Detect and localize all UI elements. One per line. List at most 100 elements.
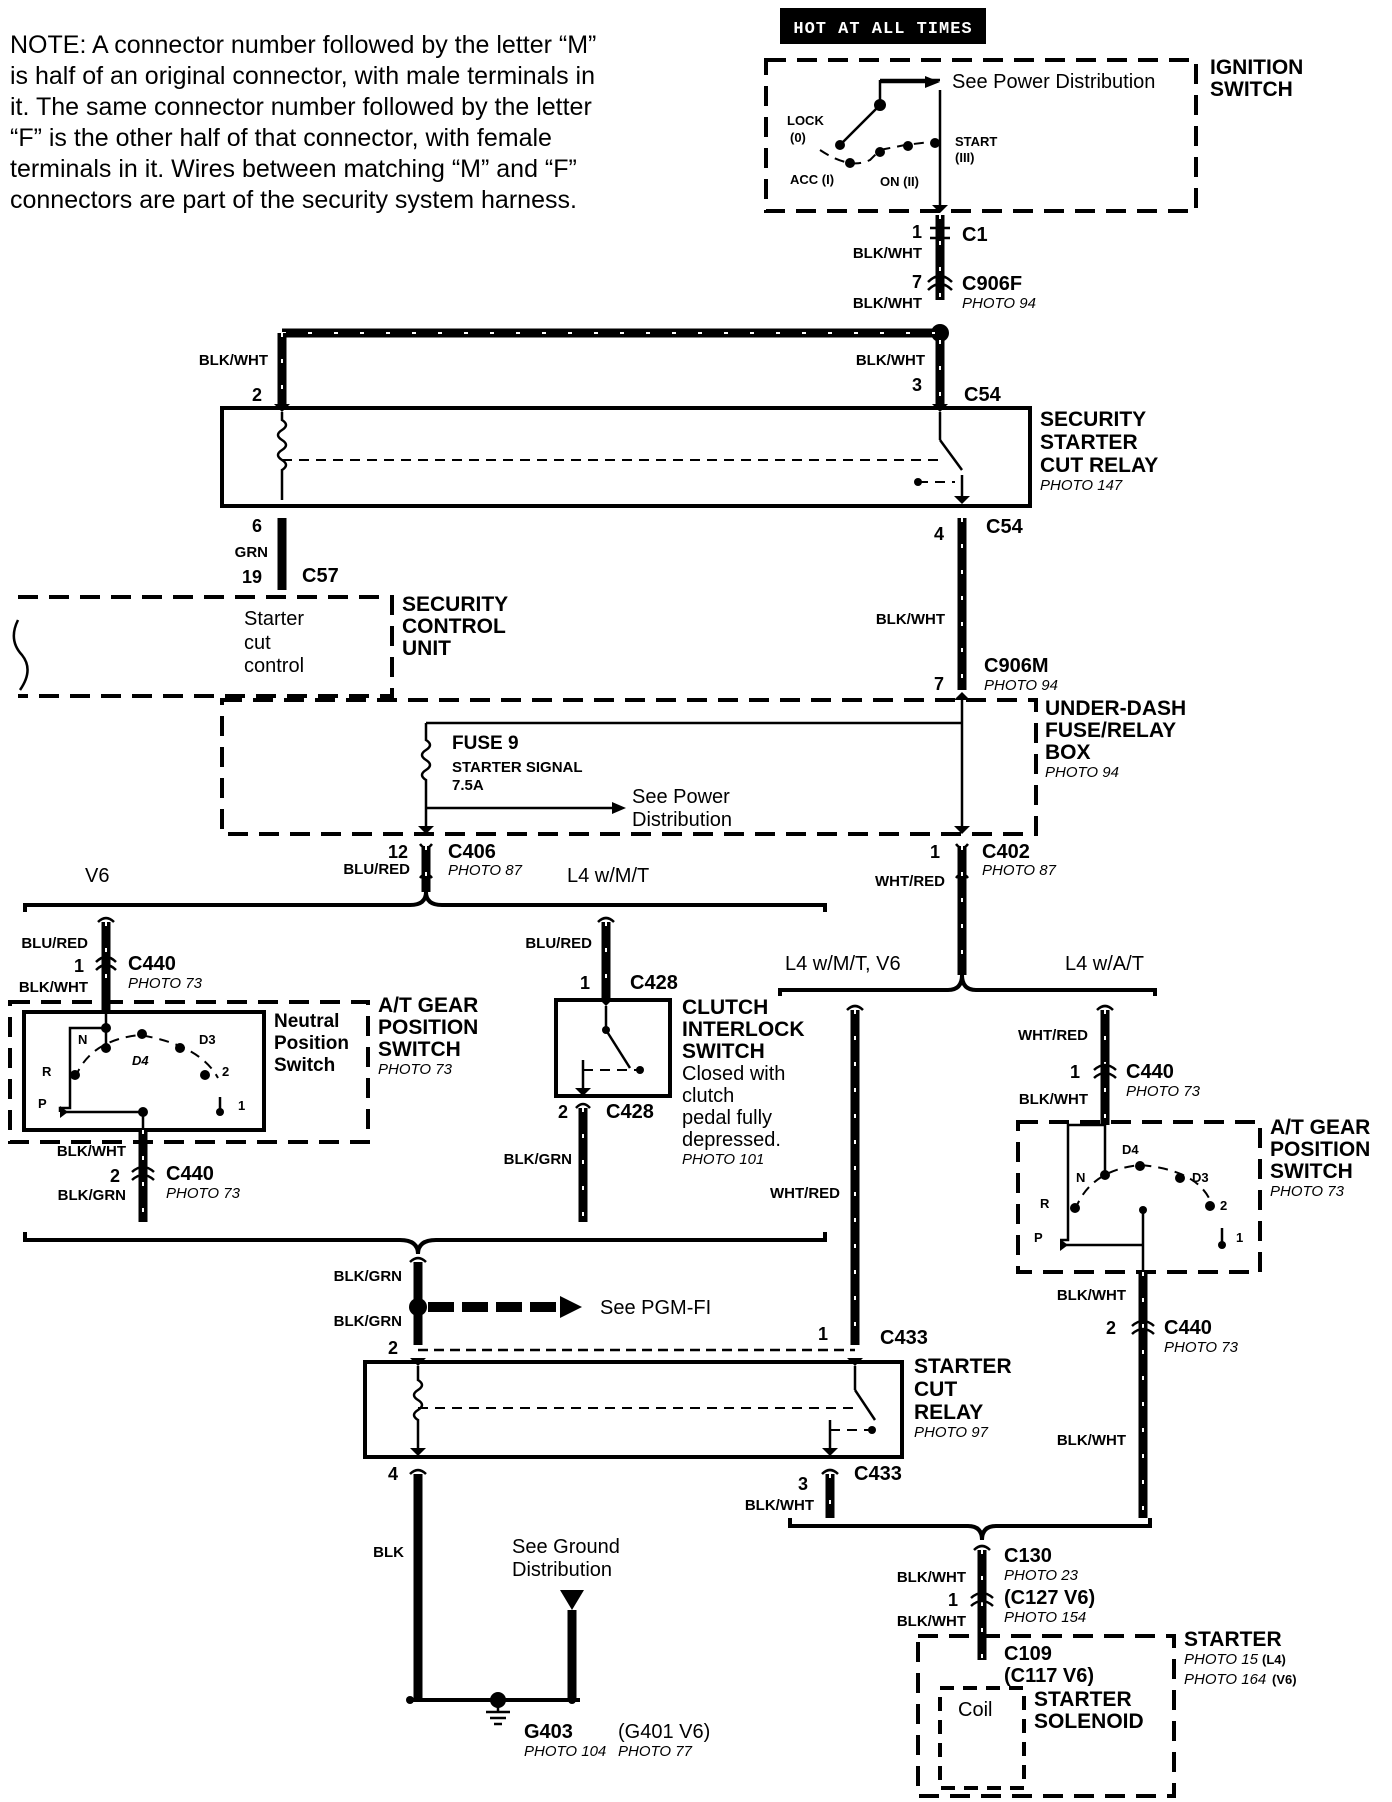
svg-text:V6: V6 xyxy=(85,865,109,887)
svg-text:C433: C433 xyxy=(880,1327,928,1349)
svg-text:(G401 V6): (G401 V6) xyxy=(618,1721,710,1743)
svg-text:BLK/WHT: BLK/WHT xyxy=(876,611,945,628)
svg-text:BLU/RED: BLU/RED xyxy=(525,935,592,952)
starter-cut-relay: 1 C433 STARTER CUT RELAY PHOTO 97 xyxy=(363,1324,1012,1459)
wire-l4mt-blured: BLU/RED 1 C428 xyxy=(525,916,678,1000)
merge-bracket-blkgrn xyxy=(23,1232,827,1255)
svg-text:C109: C109 xyxy=(1004,1643,1052,1665)
svg-text:ACC (I): ACC (I) xyxy=(790,172,834,187)
note-text: NOTE: A connector number followed by the… xyxy=(10,31,597,214)
svg-text:STARTER SIGNAL: STARTER SIGNAL xyxy=(452,759,583,776)
svg-text:12: 12 xyxy=(388,842,408,862)
wire-v6-blured: BLU/RED 1 BLK/WHT C440 PHOTO 73 xyxy=(19,916,203,1010)
svg-text:ON (II): ON (II) xyxy=(880,174,919,189)
svg-text:(V6): (V6) xyxy=(1272,1672,1297,1687)
svg-text:WHT/RED: WHT/RED xyxy=(770,1185,840,1202)
svg-text:C428: C428 xyxy=(606,1101,654,1123)
clutch-interlock-switch: CLUTCH INTERLOCK SWITCH Closed with clut… xyxy=(554,996,805,1168)
svg-text:3: 3 xyxy=(798,1474,808,1494)
svg-text:R: R xyxy=(42,1064,52,1079)
svg-text:BLK/WHT: BLK/WHT xyxy=(1057,1287,1126,1304)
svg-text:PHOTO 94: PHOTO 94 xyxy=(962,295,1036,312)
svg-text:GRN: GRN xyxy=(235,544,268,561)
svg-text:BOX: BOX xyxy=(1045,741,1091,764)
connector-c906f: 7 BLK/WHT C906F PHOTO 94 xyxy=(853,272,1036,312)
svg-text:C1: C1 xyxy=(962,224,988,246)
svg-text:PHOTO 94: PHOTO 94 xyxy=(1045,764,1119,781)
security-starter-cut-relay: SECURITY STARTER CUT RELAY PHOTO 147 xyxy=(220,404,1158,508)
svg-text:PHOTO 87: PHOTO 87 xyxy=(982,862,1057,879)
svg-text:PHOTO 104: PHOTO 104 xyxy=(524,1743,606,1760)
svg-text:BLK/WHT: BLK/WHT xyxy=(57,1143,126,1160)
svg-text:INTERLOCK: INTERLOCK xyxy=(682,1018,805,1041)
svg-text:UNDER-DASH: UNDER-DASH xyxy=(1045,697,1186,720)
svg-text:CUT RELAY: CUT RELAY xyxy=(1040,454,1158,477)
at-gear-position-switch-l4: D4 N D3 R 2 P 1 A/T GEAR POSITION SWITCH… xyxy=(1016,1116,1370,1274)
wire-l4at-whtred: WHT/RED 1 C440 PHOTO 73 BLK/WHT xyxy=(1018,1004,1201,1125)
svg-text:FUSE 9: FUSE 9 xyxy=(452,733,519,754)
svg-text:STARTER: STARTER xyxy=(1040,431,1138,454)
svg-text:C906F: C906F xyxy=(962,273,1022,295)
svg-text:CLUTCH: CLUTCH xyxy=(682,996,768,1019)
hot-at-all-times-badge: HOT AT ALL TIMES xyxy=(780,8,986,44)
wire-blkwht-to-fusebox: 4 C54 BLK/WHT 7 C906M PHOTO 94 xyxy=(876,516,1058,694)
svg-text:BLK/WHT: BLK/WHT xyxy=(853,245,922,262)
wire-blured-c406: 12 BLU/RED C406 PHOTO 87 xyxy=(343,841,523,892)
svg-text:PHOTO 164: PHOTO 164 xyxy=(1184,1671,1266,1688)
svg-text:1: 1 xyxy=(74,956,84,976)
svg-text:(C117 V6): (C117 V6) xyxy=(1004,1665,1094,1687)
svg-text:BLK/WHT: BLK/WHT xyxy=(745,1497,814,1514)
svg-text:BLK/GRN: BLK/GRN xyxy=(334,1313,402,1330)
svg-text:POSITION: POSITION xyxy=(1270,1138,1370,1161)
arrow-see-pgm-fi: See PGM-FI xyxy=(428,1296,711,1319)
svg-text:L4 w/M/T: L4 w/M/T xyxy=(567,865,649,887)
svg-text:PHOTO 73: PHOTO 73 xyxy=(1164,1339,1239,1356)
svg-text:PHOTO 23: PHOTO 23 xyxy=(1004,1567,1079,1584)
svg-text:1: 1 xyxy=(948,1590,958,1610)
svg-text:BLU/RED: BLU/RED xyxy=(343,861,410,878)
svg-text:BLK/GRN: BLK/GRN xyxy=(504,1151,572,1168)
svg-text:C402: C402 xyxy=(982,841,1030,863)
svg-text:L4 w/A/T: L4 w/A/T xyxy=(1065,953,1144,975)
wire-clutch-blkgrn: 2 C428 BLK/GRN xyxy=(504,1101,654,1222)
svg-text:(III): (III) xyxy=(955,150,975,165)
wire-blkwht-left: BLK/WHT 2 xyxy=(199,333,287,405)
ignition-switch: IGNITION SWITCH See Power Distribution L… xyxy=(764,56,1303,213)
svg-text:7: 7 xyxy=(934,674,944,694)
svg-text:C406: C406 xyxy=(448,841,496,863)
svg-text:BLK/GRN: BLK/GRN xyxy=(334,1268,402,1285)
svg-text:SECURITY: SECURITY xyxy=(402,593,508,616)
svg-text:4: 4 xyxy=(934,524,944,544)
svg-text:BLK/WHT: BLK/WHT xyxy=(1057,1432,1126,1449)
svg-text:BLK: BLK xyxy=(373,1544,404,1561)
svg-text:control: control xyxy=(244,655,304,677)
connector-c1: 1 BLK/WHT C1 xyxy=(853,222,988,262)
security-control-unit: Starter cut control SECURITY CONTROL UNI… xyxy=(12,593,508,698)
svg-text:Distribution: Distribution xyxy=(512,1559,612,1581)
svg-text:L4 w/M/T, V6: L4 w/M/T, V6 xyxy=(785,953,901,975)
svg-text:PHOTO 97: PHOTO 97 xyxy=(914,1424,989,1441)
svg-text:BLK/WHT: BLK/WHT xyxy=(199,352,268,369)
svg-text:RELAY: RELAY xyxy=(914,1401,983,1424)
svg-text:PHOTO 73: PHOTO 73 xyxy=(166,1185,241,1202)
svg-text:G403: G403 xyxy=(524,1721,573,1743)
svg-text:STARTER: STARTER xyxy=(914,1355,1012,1378)
svg-text:C428: C428 xyxy=(630,972,678,994)
svg-text:1: 1 xyxy=(238,1098,245,1113)
wire-whtred-to-starter-relay: WHT/RED xyxy=(770,1004,864,1345)
svg-text:C440: C440 xyxy=(1126,1061,1174,1083)
svg-text:19: 19 xyxy=(242,567,262,587)
wire-grn: 6 GRN 19 C57 xyxy=(235,516,339,590)
svg-text:D3: D3 xyxy=(199,1032,216,1047)
svg-text:Coil: Coil xyxy=(958,1699,992,1721)
svg-text:HOT AT ALL TIMES: HOT AT ALL TIMES xyxy=(793,20,972,39)
wire-blk-to-ground: 4 BLK xyxy=(373,1464,427,1700)
svg-text:PHOTO 73: PHOTO 73 xyxy=(1126,1083,1201,1100)
svg-text:SOLENOID: SOLENOID xyxy=(1034,1710,1144,1733)
wire-blkwht-to-starter: BLK/WHT 1 BLK/WHT C130 PHOTO 23 (C127 V6… xyxy=(897,1544,1095,1687)
svg-text:BLK/WHT: BLK/WHT xyxy=(853,295,922,312)
svg-text:SWITCH: SWITCH xyxy=(378,1038,461,1061)
svg-text:LOCK: LOCK xyxy=(787,113,824,128)
svg-text:SECURITY: SECURITY xyxy=(1040,408,1146,431)
